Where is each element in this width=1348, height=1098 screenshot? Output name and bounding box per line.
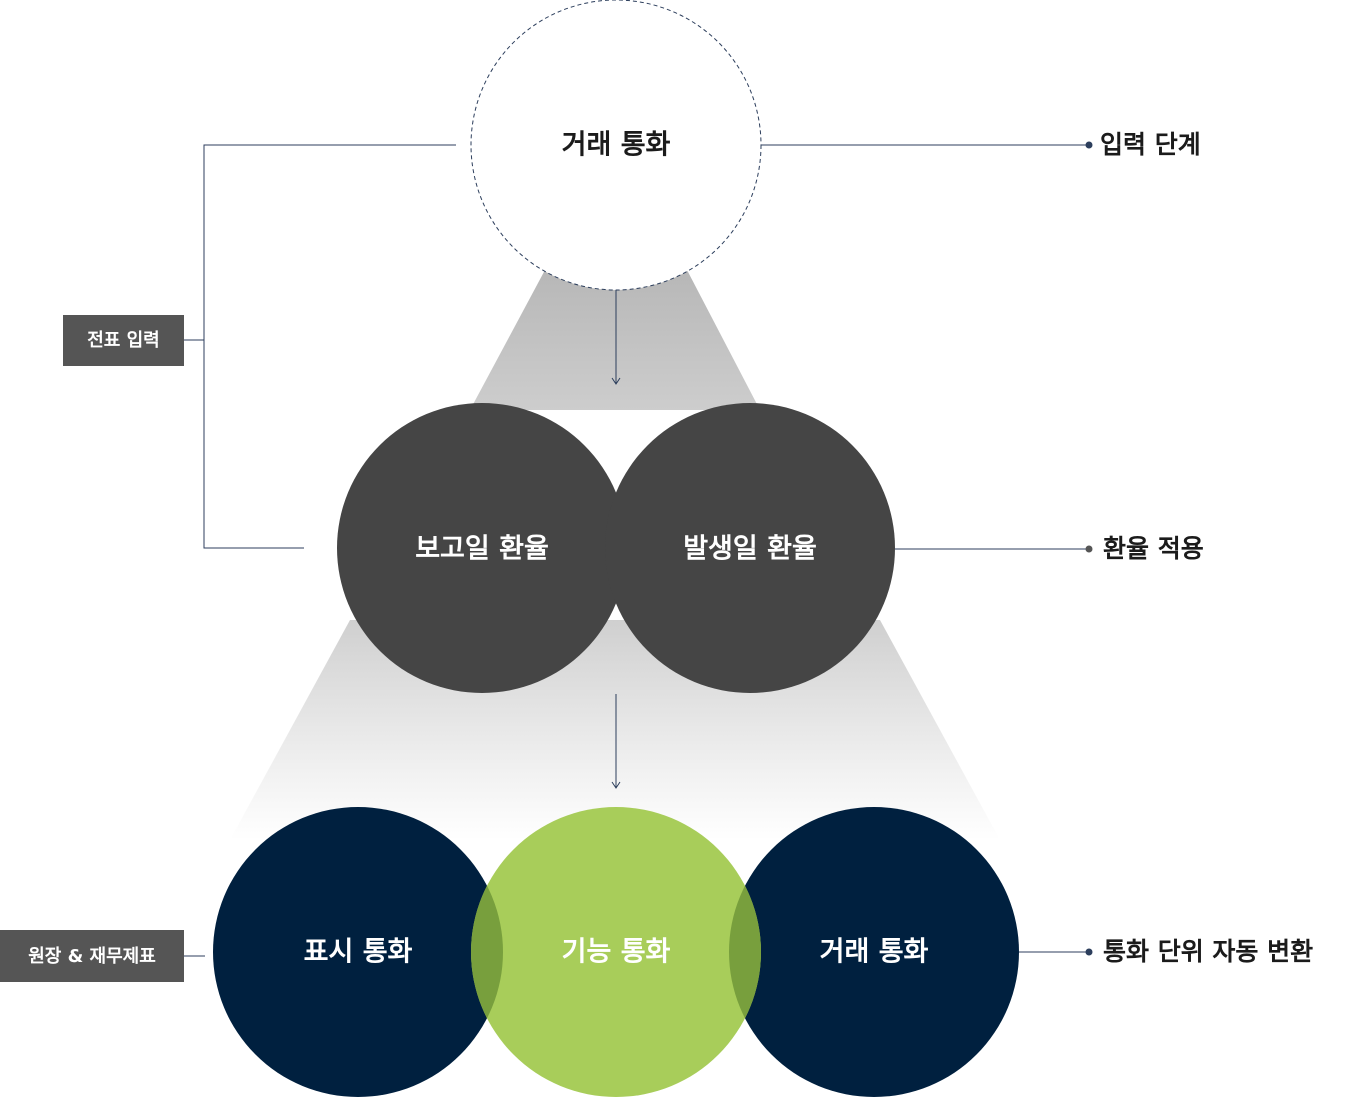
ledger-statements-badge-label: 원장 & 재무제표 [28,946,156,967]
arrow-2-head [611,781,621,789]
stage-1-label: 입력 단계 [1100,130,1201,159]
functional-currency-label: 기능 통화 [562,937,671,968]
reporting-date-rate-label: 보고일 환율 [415,534,549,565]
stage-1-dot [1085,141,1093,149]
reporting-date-rate-circle [337,403,627,693]
stage-3-label: 통화 단위 자동 변환 [1103,937,1313,966]
voucher-entry-badge-label: 전표 입력 [87,329,160,351]
ledger-statements-badge [0,930,184,982]
transaction-currency-label: 거래 통화 [820,937,929,968]
occurrence-date-rate-label: 발생일 환율 [683,534,817,565]
funnel-lower-shade [230,620,1000,840]
stage-2-label: 환율 적용 [1103,534,1204,563]
top-circle-label: 거래 통화 [562,130,671,161]
funnel-upper-shade [470,270,760,410]
transaction-currency-circle [729,807,1019,1097]
presentation-currency-circle [213,807,503,1097]
arrow-1-head [611,377,621,385]
functional-currency-circle [471,807,761,1097]
stage-2-dot [1085,545,1093,553]
left-bracket-line [203,144,456,549]
occurrence-date-rate-circle [605,403,895,693]
voucher-entry-badge [63,315,184,366]
stage-3-dot [1085,948,1093,956]
presentation-currency-label: 표시 통화 [304,937,413,968]
